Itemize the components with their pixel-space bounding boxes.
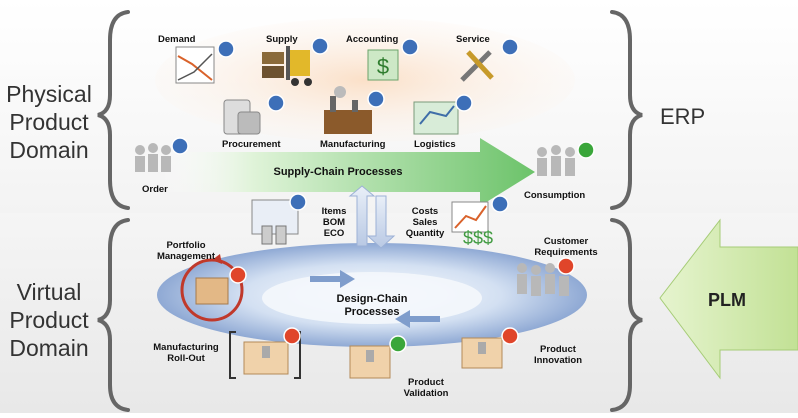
validation-box-icon (349, 345, 391, 379)
portfolio-label: Portfolio Management (156, 240, 216, 262)
exchange-left-label: Items BOM ECO (321, 206, 347, 239)
design-chain-title: Design-Chain Processes (336, 293, 408, 318)
innovation-label: Product Innovation (533, 344, 583, 366)
innovation-box-icon (461, 337, 503, 369)
supply-chain-arrow (160, 138, 535, 206)
erp-label: ERP (660, 104, 706, 129)
manufacturing-label: Manufacturing (320, 139, 386, 150)
order-people-icon (135, 143, 171, 172)
supply-chain-title: Supply-Chain Processes (273, 166, 403, 178)
demand-label: Demand (158, 34, 196, 45)
consumption-people-icon (537, 145, 575, 176)
procurement-label: Procurement (222, 139, 281, 150)
portfolio-box-icon (180, 254, 244, 322)
virtual-domain-label: Virtual Product Domain (9, 279, 89, 361)
plm-arrow (659, 218, 798, 380)
consumption-label: Consumption (524, 190, 586, 201)
supply-label: Supply (266, 34, 298, 45)
customer-requirements-label: Customer Requirements (534, 236, 598, 258)
svg-text:$: $ (377, 54, 389, 79)
factory-icon (324, 86, 372, 134)
demand-chart-icon (175, 46, 215, 84)
exchange-arrow-up (348, 185, 376, 247)
service-label: Service (456, 34, 490, 45)
dollar-screen-icon: $ (367, 49, 399, 81)
procurement-icon (223, 99, 261, 135)
validation-label: Product Validation (403, 377, 449, 399)
logistics-screen-icon (413, 101, 459, 135)
physical-domain-label: Physical Product Domain (6, 81, 92, 163)
accounting-label: Accounting (346, 34, 399, 45)
domain-braces (97, 10, 643, 412)
cycle-arrow-bottom (395, 310, 440, 328)
order-label: Order (142, 184, 168, 195)
costs-chart-icon: $$$ (451, 201, 493, 248)
cycle-arrow-top (310, 270, 355, 288)
exchange-right-label: Costs Sales Quantity (405, 206, 445, 239)
plm-label: PLM (708, 290, 746, 310)
svg-text:$$$: $$$ (463, 228, 493, 248)
manufacturing-rollout-icon (229, 331, 301, 379)
exchange-arrow-down (366, 195, 396, 249)
badge-icons (171, 37, 595, 353)
logistics-label: Logistics (414, 139, 456, 150)
service-tools-icon (460, 50, 494, 82)
manufacturing-rollout-label: Manufacturing Roll-Out (153, 342, 219, 364)
erp-functions-area (155, 18, 575, 142)
forklift-icon (262, 46, 312, 86)
